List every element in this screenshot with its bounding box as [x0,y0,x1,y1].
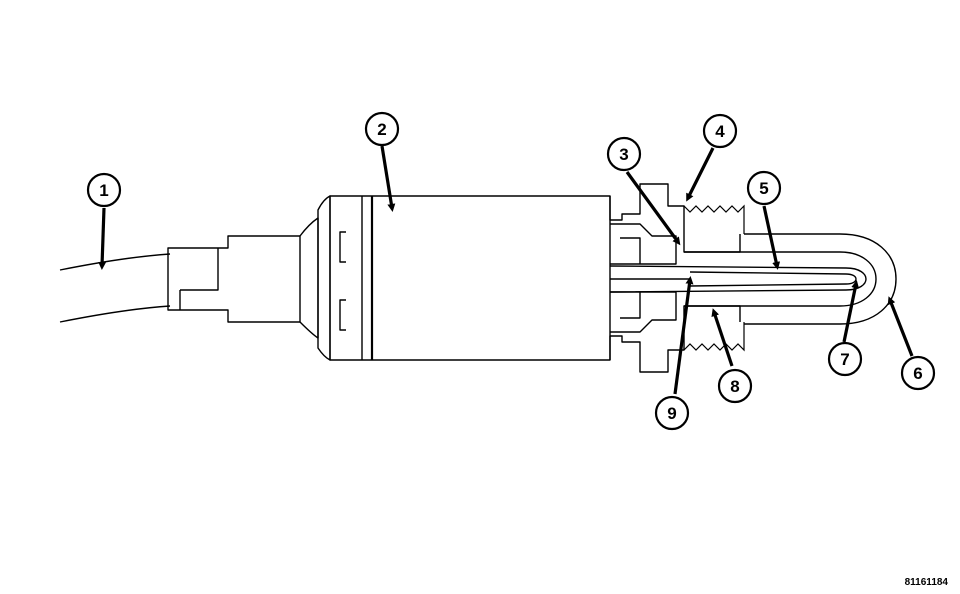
sensor-body [317,195,611,361]
callout-6: 6 [900,355,936,391]
wire-harness [59,253,171,323]
sensor-threads [683,204,745,352]
callout-2: 2 [364,111,400,147]
leader-2 [380,145,396,212]
figure-id: 81161184 [904,577,948,588]
callout-4: 4 [702,113,738,149]
leader-7 [842,280,860,343]
callout-label-2: 2 [377,120,386,139]
leader-lines [98,145,914,395]
callout-8: 8 [717,368,753,404]
sensor-boot [167,217,319,339]
callout-label-3: 3 [619,145,628,164]
leader-1 [98,207,107,270]
callout-3: 3 [606,136,642,172]
callout-label-9: 9 [667,404,676,423]
callout-label-8: 8 [730,377,739,396]
leader-9 [673,276,694,395]
callout-9: 9 [654,395,690,431]
callout-label-6: 6 [913,364,922,383]
callout-label-1: 1 [99,181,108,200]
callout-1: 1 [86,172,122,208]
callout-label-4: 4 [715,122,725,141]
sensor-hex-section [609,183,741,373]
callout-5: 5 [746,170,782,206]
leader-6 [887,296,914,357]
leader-5 [762,205,781,270]
callout-label-5: 5 [759,179,768,198]
leader-8 [711,308,734,367]
leader-4 [686,147,715,202]
sensor-tip [609,233,897,325]
callout-label-7: 7 [840,350,849,369]
callout-7: 7 [827,341,863,377]
leader-3 [625,171,681,246]
